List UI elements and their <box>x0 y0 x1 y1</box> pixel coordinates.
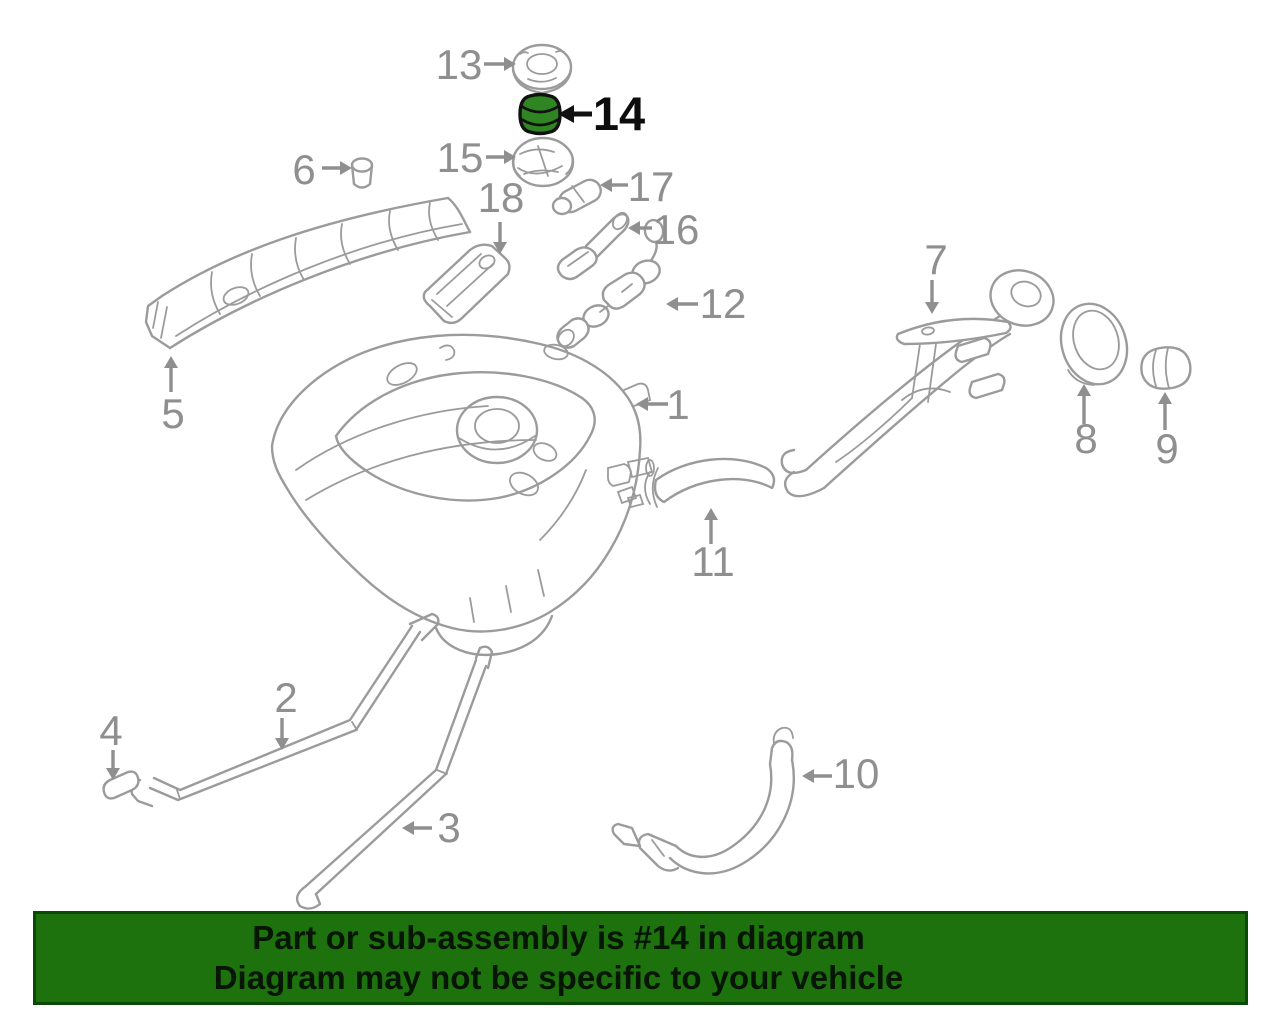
callout-labels: 13 14 15 6 18 17 16 12 5 1 7 8 9 11 2 3 … <box>99 41 1178 851</box>
part-label-18: 18 <box>478 174 525 221</box>
highlight-banner: Part or sub-assembly is #14 in diagram D… <box>33 911 1248 1005</box>
part-16-sender-unit <box>556 211 630 281</box>
arrow-17 <box>600 178 628 192</box>
arrow-12 <box>666 297 698 311</box>
part-label-8: 8 <box>1074 415 1097 462</box>
part-label-10: 10 <box>833 750 880 797</box>
arrow-2 <box>275 718 289 750</box>
part-label-6: 6 <box>292 146 315 193</box>
part-label-15: 15 <box>437 134 484 181</box>
part-15-cap-plate <box>511 136 575 188</box>
part-10-protector-bracket <box>611 726 795 875</box>
part-13-lock-ring <box>511 43 573 95</box>
part-6-plug <box>350 157 374 189</box>
part-label-16: 16 <box>653 206 700 253</box>
part-label-1: 1 <box>666 381 689 428</box>
part-18-cover <box>422 243 511 325</box>
part-label-3: 3 <box>437 804 460 851</box>
callout-arrows <box>106 57 1172 835</box>
part-4-clip <box>102 770 140 800</box>
part-12-harness-cluster <box>556 218 665 349</box>
banner-line1: Part or sub-assembly is #14 in diagram <box>252 919 865 956</box>
part-label-5: 5 <box>161 390 184 437</box>
part-3-strap <box>295 645 494 910</box>
part-label-9: 9 <box>1155 425 1178 472</box>
banner-text-block: Part or sub-assembly is #14 in diagram D… <box>36 918 1245 998</box>
arrow-16 <box>628 221 652 235</box>
arrow-4 <box>106 750 120 780</box>
arrow-10 <box>802 769 832 783</box>
arrow-14-highlight <box>558 105 592 123</box>
part-7-filler-pipe <box>780 269 1055 498</box>
part-label-2: 2 <box>274 674 297 721</box>
part-label-4: 4 <box>99 707 122 754</box>
part-label-13: 13 <box>436 41 483 88</box>
banner-line2: Diagram may not be specific to your vehi… <box>213 959 904 996</box>
part-label-17: 17 <box>628 163 675 210</box>
part-17-sensor-bolt <box>551 178 602 216</box>
arrow-6 <box>322 161 352 175</box>
arrow-11 <box>704 508 718 544</box>
part-5-heat-shield <box>144 196 472 350</box>
arrow-5 <box>164 356 178 392</box>
arrow-3 <box>402 821 432 835</box>
part-label-12: 12 <box>700 280 747 327</box>
part-9-cap <box>1140 346 1192 390</box>
arrow-18 <box>493 222 507 254</box>
part-label-14-highlighted: 14 <box>593 87 645 140</box>
part-11-filler-hose <box>644 457 776 508</box>
arrow-7 <box>925 280 939 314</box>
part-8-seal-ring <box>1059 302 1129 386</box>
part-label-11: 11 <box>691 538 735 585</box>
arrow-9 <box>1158 392 1172 430</box>
part-14-gasket-highlighted <box>518 92 562 136</box>
part-label-7: 7 <box>924 236 947 283</box>
arrow-13 <box>484 57 516 71</box>
part-1-fuel-tank <box>270 333 655 657</box>
arrow-1 <box>636 397 668 411</box>
arrow-8 <box>1077 384 1091 424</box>
arrow-15 <box>486 150 516 164</box>
